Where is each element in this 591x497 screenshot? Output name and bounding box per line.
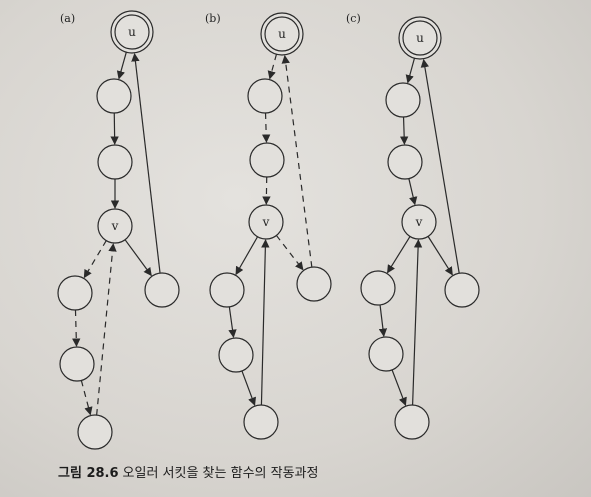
node-n6 [394,404,430,440]
node-circle [394,404,430,440]
edge-v-n7 [124,239,152,277]
edge-v-n4 [83,240,107,279]
edge-v-n7 [275,235,304,271]
node-n5 [59,346,95,382]
node-n7 [144,272,180,308]
edge-u-n1 [405,58,416,84]
node-circle [360,270,396,306]
edge-n4-n5 [72,309,81,347]
edge-n5-n6 [241,370,256,406]
node-n6 [243,404,279,440]
node-circle [97,144,133,180]
node-label: u [128,25,136,39]
panel-label: (c) [346,12,361,25]
edge-n5-n6 [391,369,407,406]
node-circle [77,414,113,450]
node-n4 [209,272,245,308]
node-label: v [415,215,423,229]
edge-n1-n2 [399,116,409,145]
panel-label: (a) [60,12,75,25]
edge-n4-n5 [228,306,237,339]
edge-u-n1 [116,52,127,80]
edge-n6-v [411,239,423,406]
node-n7 [296,266,332,302]
node-n1 [247,78,283,114]
node-circle [248,204,284,240]
edge-n4-n5 [378,304,388,337]
edge-n7-u [281,54,313,268]
panel-label: (b) [205,12,221,25]
node-n2 [249,142,285,178]
node-n2 [387,144,423,180]
node-n7 [444,272,480,308]
edge-v-n4 [386,236,411,274]
node-u: u [110,10,154,54]
node-v: v [401,204,437,240]
node-v: v [248,204,284,240]
node-n5 [218,337,254,373]
node-u: u [260,12,304,56]
panel-1: (a) u v [57,10,180,450]
node-n2 [97,144,133,180]
edge-n6-v [260,239,270,406]
node-circle [97,208,133,244]
node-label: u [416,31,424,45]
node-circle [243,404,279,440]
node-circle [59,346,95,382]
node-n6 [77,414,113,450]
node-circle [296,266,332,302]
node-u: u [398,16,442,60]
node-label: v [262,215,270,229]
edge-u-n1 [267,54,278,80]
node-circle [264,16,300,52]
euler-circuit-diagram: (a) u v (b) u v (c) u v [57,10,480,450]
node-circle [249,142,285,178]
figure-caption: 그림 28.6 오일러 서킷을 찾는 함수의 작동과정 [58,462,318,481]
node-circle [387,144,423,180]
node-n1 [385,82,421,118]
edge-v-n4 [235,236,259,276]
node-n4 [57,275,93,311]
node-circle [247,78,283,114]
panel-3: (c) u v [346,12,480,440]
edge-n6-v [96,243,117,416]
node-circle [114,14,150,50]
node-circle [444,272,480,308]
node-circle [209,272,245,308]
node-v: v [97,208,133,244]
node-n4 [360,270,396,306]
node-circle [218,337,254,373]
panel-2: (b) u v [205,12,332,440]
node-n5 [368,336,404,372]
node-n1 [96,78,132,114]
edge-n7-u [131,53,161,274]
edge-n7-u [420,58,460,274]
node-circle [402,20,438,56]
figure-number: 그림 28.6 [58,466,119,481]
node-label: u [278,27,286,41]
node-circle [144,272,180,308]
edge-n5-n6 [80,380,93,416]
node-label: v [111,219,119,233]
node-circle [96,78,132,114]
figure-caption-text: 오일러 서킷을 찾는 함수의 작동과정 [122,466,319,481]
edge-n2-v [408,178,418,206]
node-circle [401,204,437,240]
node-circle [57,275,93,311]
node-circle [385,82,421,118]
edge-n1-n2 [262,112,271,143]
node-circle [368,336,404,372]
edge-v-n7 [427,236,453,276]
